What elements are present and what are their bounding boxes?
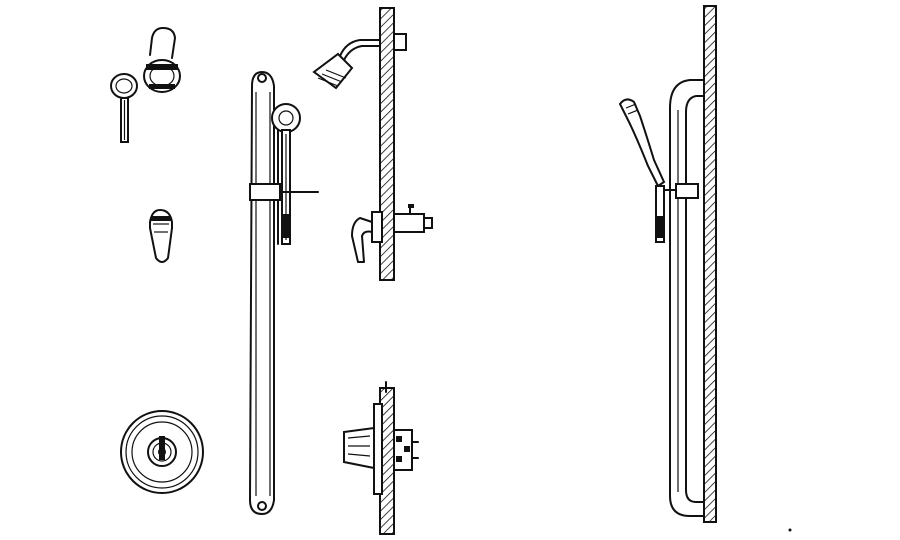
grab-bar-icon (249, 71, 319, 515)
lever-handle-icon (149, 209, 173, 263)
rough-valve-icon (343, 381, 419, 535)
valve-section-icon (351, 204, 433, 263)
trim-plate-icon (120, 410, 204, 494)
shower-head-icon (110, 27, 181, 143)
slide-bar-icon (618, 5, 792, 532)
wall-section-icon (312, 7, 407, 281)
